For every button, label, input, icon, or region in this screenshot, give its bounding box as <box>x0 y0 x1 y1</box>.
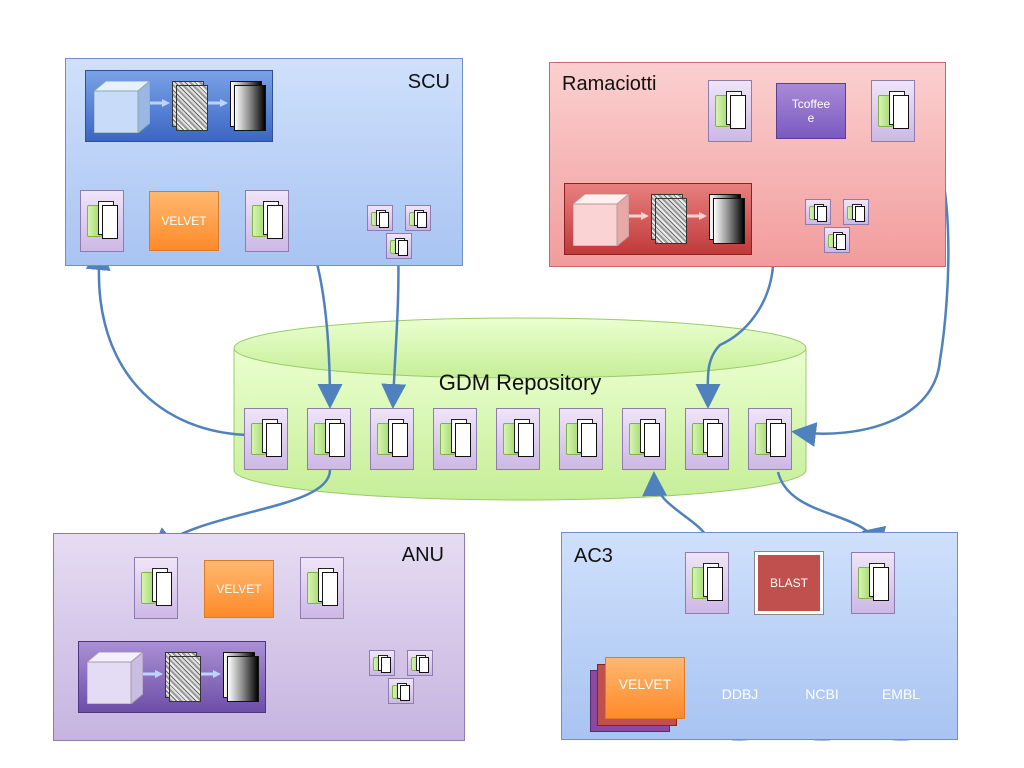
dataset-icon[interactable] <box>559 408 603 470</box>
blast-process[interactable]: BLAST <box>755 552 823 614</box>
dataset-icon[interactable] <box>244 408 288 470</box>
ncbi-database-label: NCBI <box>805 686 839 702</box>
dataset-icon[interactable] <box>367 205 393 231</box>
dataset-icon[interactable] <box>405 205 431 231</box>
dataset-icon[interactable] <box>685 408 729 470</box>
dataset-icon[interactable] <box>386 233 412 259</box>
cube-icon <box>85 650 145 709</box>
dataset-icon[interactable] <box>871 80 915 142</box>
arrow-right-icon <box>201 670 221 678</box>
scu-velvet-process[interactable]: VELVET <box>149 191 219 251</box>
embl-database-label: EMBL <box>881 686 921 702</box>
ramaciotti-sequencer-strip <box>564 183 752 255</box>
repository-title: GDM Repository <box>438 370 602 395</box>
dataset-icon[interactable] <box>685 552 729 614</box>
cube-icon <box>92 79 152 138</box>
dataset-icon[interactable] <box>407 650 433 676</box>
ddbj-database-label: DDBJ <box>721 686 759 702</box>
dataset-icon[interactable] <box>824 227 850 253</box>
cube-icon <box>571 192 631 251</box>
dataset-icon[interactable] <box>134 557 178 619</box>
arrow-right-icon <box>629 212 649 220</box>
ramaciotti-title: Ramaciotti <box>562 73 657 95</box>
dataset-icon[interactable] <box>245 190 289 252</box>
arrow-right-icon <box>143 670 163 678</box>
arrow <box>85 245 247 437</box>
anu-sequencer-strip <box>78 641 266 713</box>
tcoffee-process[interactable]: Tcoffee e <box>776 83 846 139</box>
scu-sequencer-strip <box>85 70 273 142</box>
anu-title: ANU <box>401 544 444 566</box>
arrow-right-icon <box>150 99 170 107</box>
dataset-icon[interactable] <box>307 408 351 470</box>
ac3-title: AC3 <box>574 545 613 567</box>
dataset-icon[interactable] <box>622 408 666 470</box>
dataset-icon[interactable] <box>300 557 344 619</box>
ac3-velvet-process[interactable]: VELVET <box>605 657 685 719</box>
dataset-icon[interactable] <box>388 678 414 704</box>
dataset-icon[interactable] <box>370 408 414 470</box>
scu-title: SCU <box>407 71 450 93</box>
dataset-icon[interactable] <box>80 190 124 252</box>
dataset-icon[interactable] <box>369 650 395 676</box>
dataset-icon[interactable] <box>843 199 869 225</box>
dataset-icon[interactable] <box>748 408 792 470</box>
arrow-right-icon <box>687 212 707 220</box>
anu-velvet-process[interactable]: VELVET <box>204 560 274 618</box>
dataset-icon[interactable] <box>805 199 831 225</box>
dataset-icon[interactable] <box>851 552 895 614</box>
dataset-icon[interactable] <box>433 408 477 470</box>
dataset-icon[interactable] <box>496 408 540 470</box>
dataset-icon[interactable] <box>708 80 752 142</box>
arrow-right-icon <box>208 99 228 107</box>
